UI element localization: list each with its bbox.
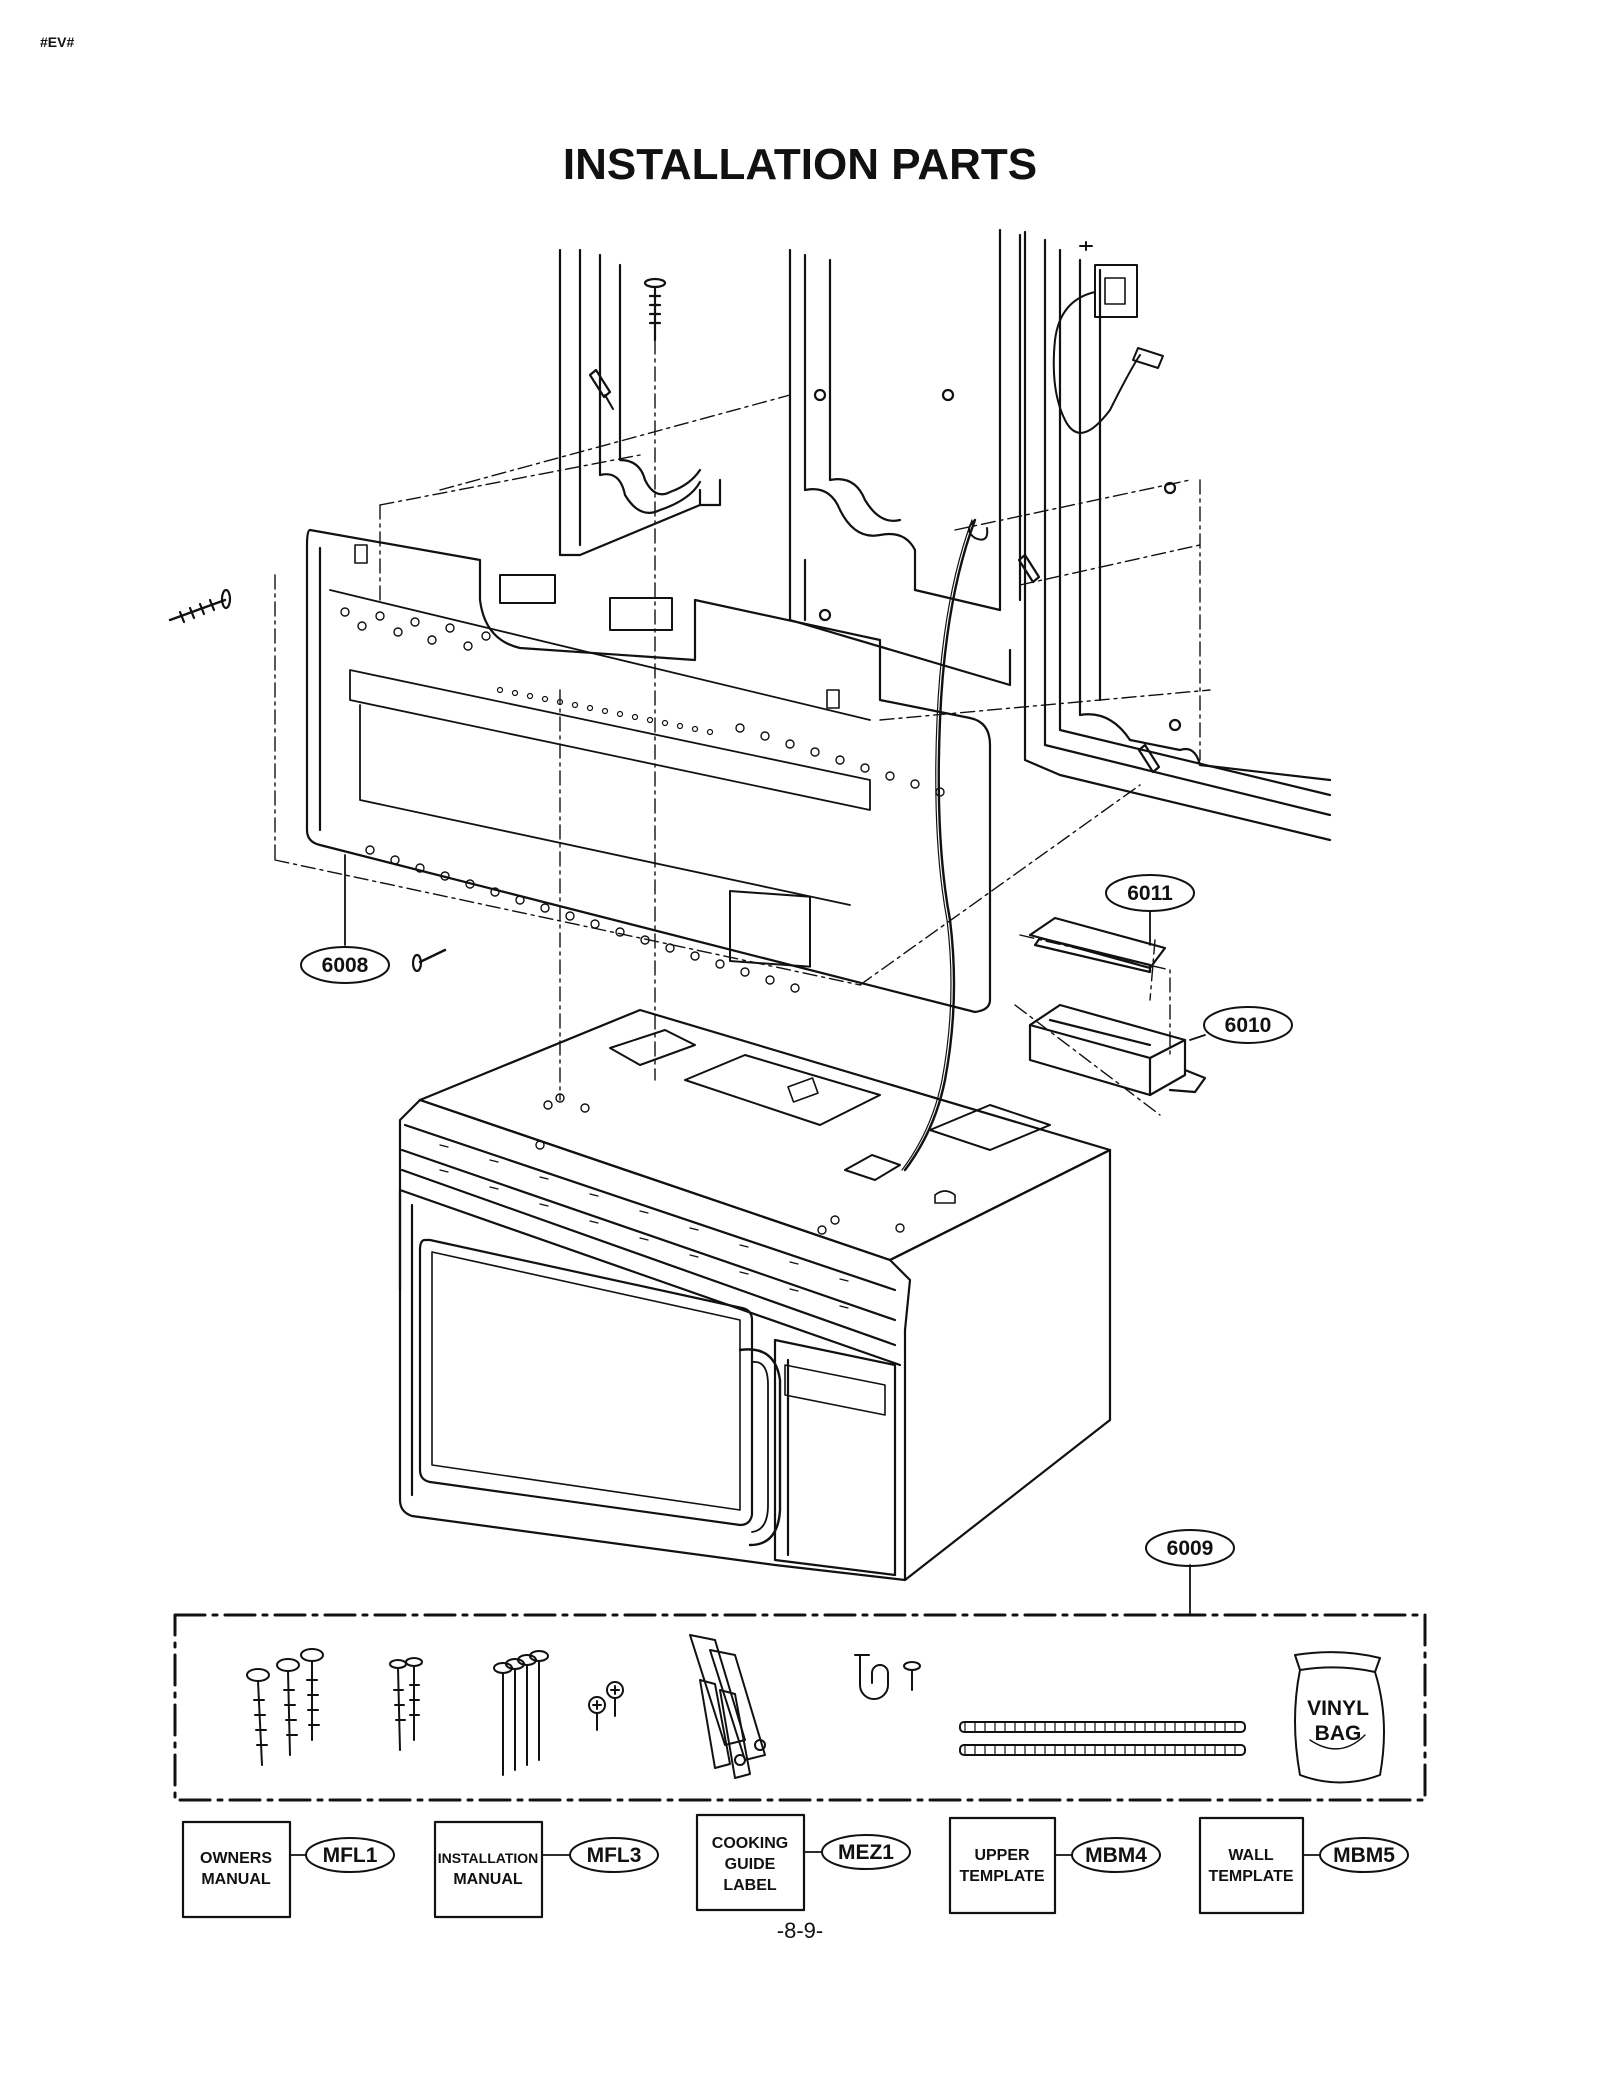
vinyl-bag-line2: BAG	[1315, 1722, 1362, 1745]
doc-code: MBM4	[1085, 1844, 1147, 1867]
page-number: -8-9-	[776, 1918, 824, 1943]
cable-clamp-icon	[854, 1654, 921, 1700]
doc-label-line1: INSTALLATION	[438, 1850, 539, 1866]
guide-lines	[274, 339, 1211, 1116]
part-6011-strip	[1028, 916, 1167, 974]
doc-label-line2: MANUAL	[453, 1871, 523, 1888]
doc-code: MFL3	[587, 1844, 642, 1867]
doc-code: MBM5	[1333, 1844, 1395, 1867]
vinyl-bag-line1: VINYL	[1307, 1697, 1369, 1720]
screw-lower	[411, 948, 447, 973]
long-screws-icon	[246, 1648, 324, 1766]
cabinets	[558, 228, 1332, 842]
doc-installation-manual: INSTALLATION MANUAL MFL3	[433, 1820, 659, 1919]
doc-owners-manual: OWNERS MANUAL MFL1	[181, 1820, 395, 1919]
doc-label-line2: MANUAL	[201, 1871, 271, 1888]
doc-code: MFL1	[323, 1844, 378, 1867]
screw-left	[168, 588, 232, 624]
doc-code: MEZ1	[838, 1841, 894, 1864]
wood-screws-icon	[389, 1657, 423, 1751]
callout-6008: 6008	[300, 854, 390, 984]
callout-label-6009: 6009	[1167, 1537, 1214, 1560]
callout-label-6008: 6008	[322, 954, 369, 977]
vinyl-bag-icon: VINYL BAG	[1294, 1651, 1385, 1784]
screw-top	[643, 277, 667, 342]
brackets-icon	[689, 1634, 766, 1779]
callout-6010: 6010	[1189, 1006, 1293, 1044]
doc-label-line1: WALL	[1228, 1847, 1274, 1864]
power-cord	[903, 518, 977, 1172]
page-title: INSTALLATION PARTS	[562, 140, 1038, 189]
doc-label-line1: COOKING	[712, 1835, 788, 1852]
callout-label-6011: 6011	[1127, 882, 1173, 905]
toggle-bolts-icon	[493, 1650, 549, 1776]
callout-label-6010: 6010	[1225, 1014, 1272, 1037]
doc-upper-template: UPPER TEMPLATE MBM4	[948, 1816, 1161, 1915]
doc-label-line2: TEMPLATE	[959, 1868, 1044, 1885]
doc-wall-template: WALL TEMPLATE MBM5	[1198, 1816, 1409, 1915]
page-code: #EV#	[40, 34, 75, 50]
small-screws-icon	[588, 1681, 624, 1731]
doc-label-line3: LABEL	[723, 1877, 777, 1894]
callout-6011: 6011	[1105, 874, 1195, 946]
doc-label-line2: TEMPLATE	[1208, 1868, 1293, 1885]
doc-cooking-guide-label: COOKING GUIDE LABEL MEZ1	[695, 1813, 911, 1912]
doc-label-line1: UPPER	[974, 1847, 1030, 1864]
doc-label-line2: GUIDE	[725, 1856, 776, 1873]
part-6010-duct	[1028, 1003, 1207, 1097]
doc-label-line1: OWNERS	[200, 1850, 272, 1867]
hardware-kit-box	[173, 1613, 1427, 1802]
mounting-plate	[305, 528, 992, 1014]
microwave	[398, 1008, 1112, 1582]
callout-6009: 6009	[1145, 1529, 1235, 1616]
adhesive-strips-icon	[959, 1721, 1246, 1756]
